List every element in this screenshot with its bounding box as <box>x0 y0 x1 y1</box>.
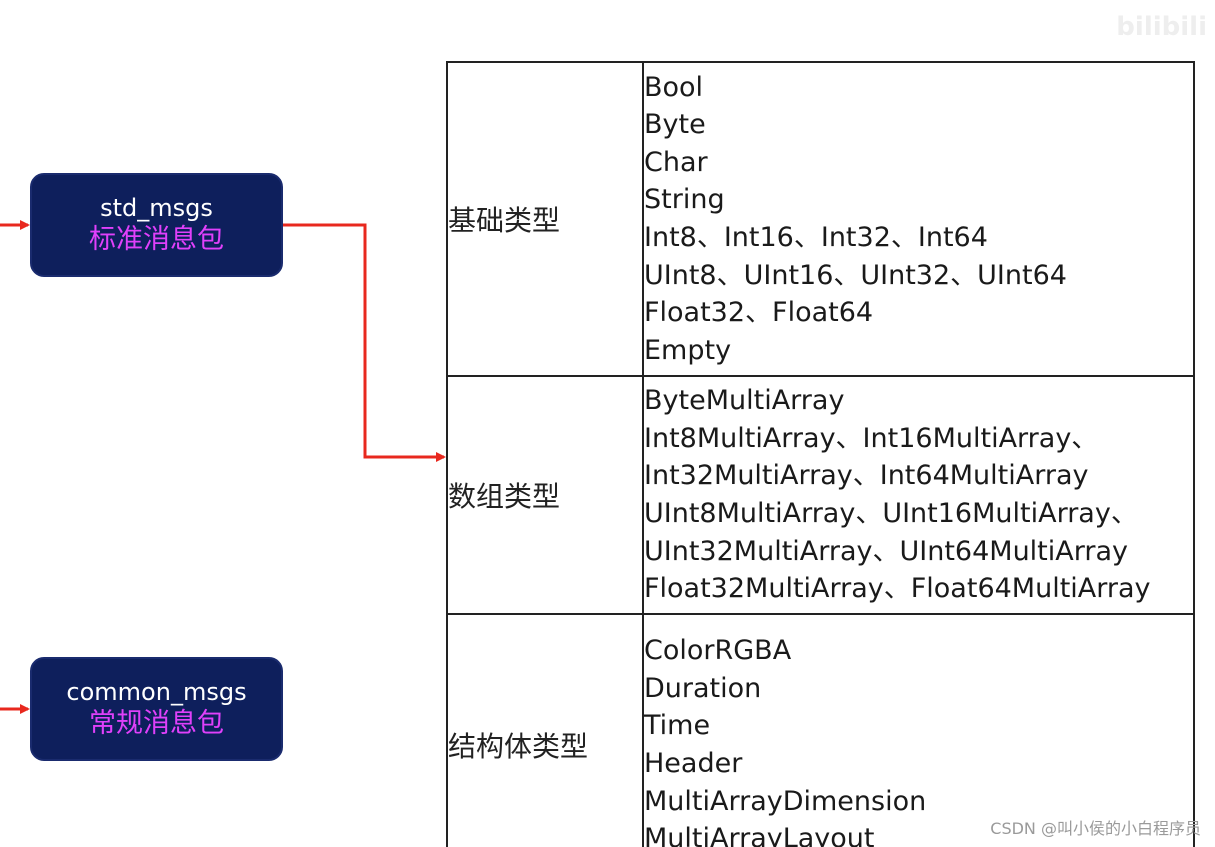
type-item: Int8、Int16、Int32、Int64 <box>644 222 988 253</box>
type-item: Float32MultiArray、Float64MultiArray <box>644 573 1151 605</box>
table-row: 结构体类型 ColorRGBA Duration Time Header Mul… <box>446 613 1195 847</box>
std-to-table-arrow <box>283 223 446 462</box>
message-types-table: 基础类型 Bool Byte Char String Int8、Int16、In… <box>446 61 1195 847</box>
items-cell: ByteMultiArray Int8MultiArray、Int16Multi… <box>642 375 1195 615</box>
items-cell: Bool Byte Char String Int8、Int16、Int32、I… <box>642 61 1195 377</box>
type-item: Byte <box>644 109 706 141</box>
watermark: CSDN @叫小侯的小白程序员 <box>990 819 1201 838</box>
type-item: Duration <box>644 672 762 704</box>
type-item: Int8MultiArray、Int16MultiArray、 <box>644 422 1099 454</box>
type-item: Char <box>644 146 708 178</box>
type-item: Bool <box>644 71 704 103</box>
type-item: Int32MultiArray、Int64MultiArray <box>644 460 1089 492</box>
type-item: ColorRGBA <box>644 635 792 667</box>
type-item: Empty <box>644 334 732 366</box>
type-item: Time <box>644 710 711 742</box>
items-cell: ColorRGBA Duration Time Header MultiArra… <box>642 613 1195 847</box>
category-cell: 结构体类型 <box>446 613 644 847</box>
type-item: UInt8MultiArray、UInt16MultiArray、 <box>644 498 1138 529</box>
table-row: 基础类型 Bool Byte Char String Int8、Int16、In… <box>446 61 1195 377</box>
common-msgs-box: common_msgs 常规消息包 <box>30 657 283 761</box>
type-item: UInt32MultiArray、UInt64MultiArray <box>644 535 1128 567</box>
type-item: Float32、Float64 <box>644 297 874 329</box>
std-msgs-box: std_msgs 标准消息包 <box>30 173 283 277</box>
table-row: 数组类型 ByteMultiArray Int8MultiArray、Int16… <box>446 375 1195 615</box>
type-item: Header <box>644 748 743 779</box>
type-item: UInt8、UInt16、UInt32、UInt64 <box>644 259 1067 291</box>
package-name: common_msgs <box>66 678 247 706</box>
category-cell: 基础类型 <box>446 61 644 377</box>
package-name: std_msgs <box>100 194 213 222</box>
package-description: 常规消息包 <box>89 708 224 739</box>
category-cell: 数组类型 <box>446 375 644 615</box>
bilibili-logo-icon: bilibili <box>1116 12 1207 42</box>
type-item: ByteMultiArray <box>644 385 845 417</box>
type-item: MultiArrayLayout <box>644 823 875 847</box>
type-item: MultiArrayDimension <box>644 785 927 817</box>
type-item: String <box>644 184 725 216</box>
package-description: 标准消息包 <box>89 224 224 255</box>
